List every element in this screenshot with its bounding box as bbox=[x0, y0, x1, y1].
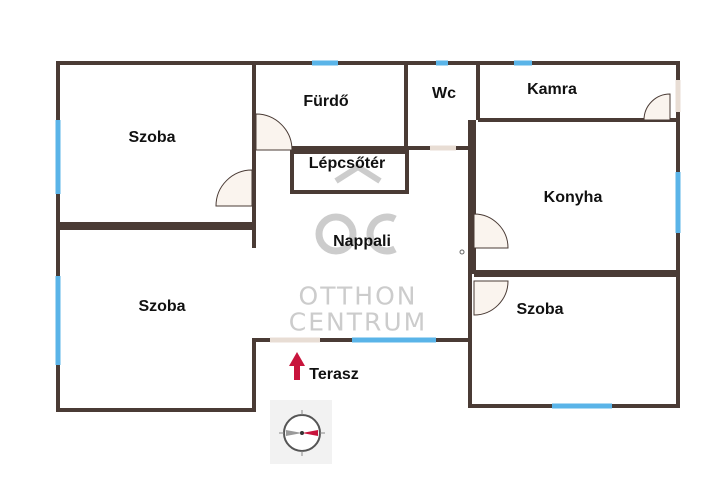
watermark-logo bbox=[315, 163, 397, 255]
terrace-label: Terasz bbox=[309, 366, 359, 383]
doors bbox=[215, 93, 671, 316]
room-label-szoba-sw: Szoba bbox=[138, 298, 186, 315]
room-label-szoba-se: Szoba bbox=[516, 301, 564, 318]
room-label-szoba-nw: Szoba bbox=[128, 129, 176, 146]
room-label-konyha: Konyha bbox=[543, 189, 603, 206]
room-label-kamra: Kamra bbox=[527, 81, 577, 98]
compass-rose bbox=[270, 400, 332, 464]
watermark-line-2: CENTRUM bbox=[288, 307, 428, 337]
room-label-nappali: Nappali bbox=[333, 233, 391, 250]
windows bbox=[55, 60, 681, 409]
room-label-wc: Wc bbox=[432, 85, 456, 102]
up-arrow-icon bbox=[289, 352, 305, 380]
watermark-line-1: OTTHON bbox=[298, 281, 418, 311]
room-label-lepcsoter: Lépcsőtér bbox=[308, 155, 386, 172]
room-label-furdo: Fürdő bbox=[303, 93, 349, 110]
door-knob bbox=[459, 249, 465, 255]
openings bbox=[270, 80, 681, 343]
